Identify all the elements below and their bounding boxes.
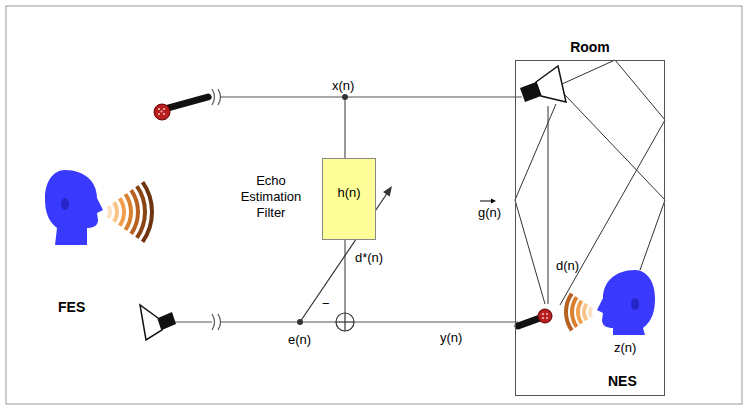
loudspeaker <box>536 66 566 102</box>
signal-label: d(n) <box>556 258 579 273</box>
loudspeaker <box>140 305 162 340</box>
loudspeaker <box>158 312 176 330</box>
signal-label: g(n) <box>478 205 501 220</box>
signal-wire <box>344 97 345 158</box>
far-end-speaker-head <box>45 170 103 245</box>
sound-wave <box>572 297 577 327</box>
line-break-symbol <box>212 88 221 331</box>
box-heading: Room <box>516 39 664 55</box>
signal-label: − <box>322 296 330 311</box>
signal-label: e(n) <box>288 332 311 347</box>
signal-label: d*(n) <box>355 250 383 265</box>
sound-waves <box>108 182 152 242</box>
sound-wave <box>131 190 138 234</box>
room-box: Room <box>515 60 665 396</box>
sound-wave <box>120 198 124 226</box>
frame <box>6 6 742 404</box>
signal-wire <box>354 321 518 322</box>
arrowhead <box>383 186 392 197</box>
microphone <box>518 318 540 326</box>
sound-waves <box>566 294 591 331</box>
sound-wave <box>578 301 582 324</box>
sound-wave <box>108 206 110 217</box>
microphone <box>538 309 552 323</box>
sound-wave <box>590 307 591 316</box>
party-label: NES <box>608 374 637 389</box>
microphone <box>168 97 208 108</box>
signal-label: x(n) <box>332 78 354 93</box>
signal-wire <box>208 96 522 97</box>
signal-label: z(n) <box>614 340 636 355</box>
sound-wave <box>137 186 145 238</box>
near-end-speaker-head <box>597 270 655 335</box>
sound-wave <box>114 202 117 222</box>
party-label: FES <box>58 300 85 315</box>
vector-arrow <box>491 199 496 204</box>
sound-wave <box>143 182 152 242</box>
sound-wave <box>125 194 131 230</box>
summing-junction <box>344 313 345 331</box>
summing-junction <box>336 313 354 331</box>
microphone-grille <box>542 313 548 319</box>
signal-wire <box>344 240 345 313</box>
signal-label: y(n) <box>440 330 462 345</box>
sound-wave <box>566 294 572 331</box>
signal-name: h(n) <box>323 185 375 200</box>
loudspeaker <box>520 82 541 102</box>
junction-dot <box>342 94 348 100</box>
signal-wire <box>172 321 336 322</box>
echo-path <box>515 60 665 305</box>
sound-wave <box>584 304 587 320</box>
microphone <box>154 104 170 120</box>
filter-box: Echo Estimation Filterh(n) <box>322 158 376 240</box>
box-heading: Echo Estimation Filter <box>225 173 317 221</box>
microphone-grille <box>158 108 165 115</box>
